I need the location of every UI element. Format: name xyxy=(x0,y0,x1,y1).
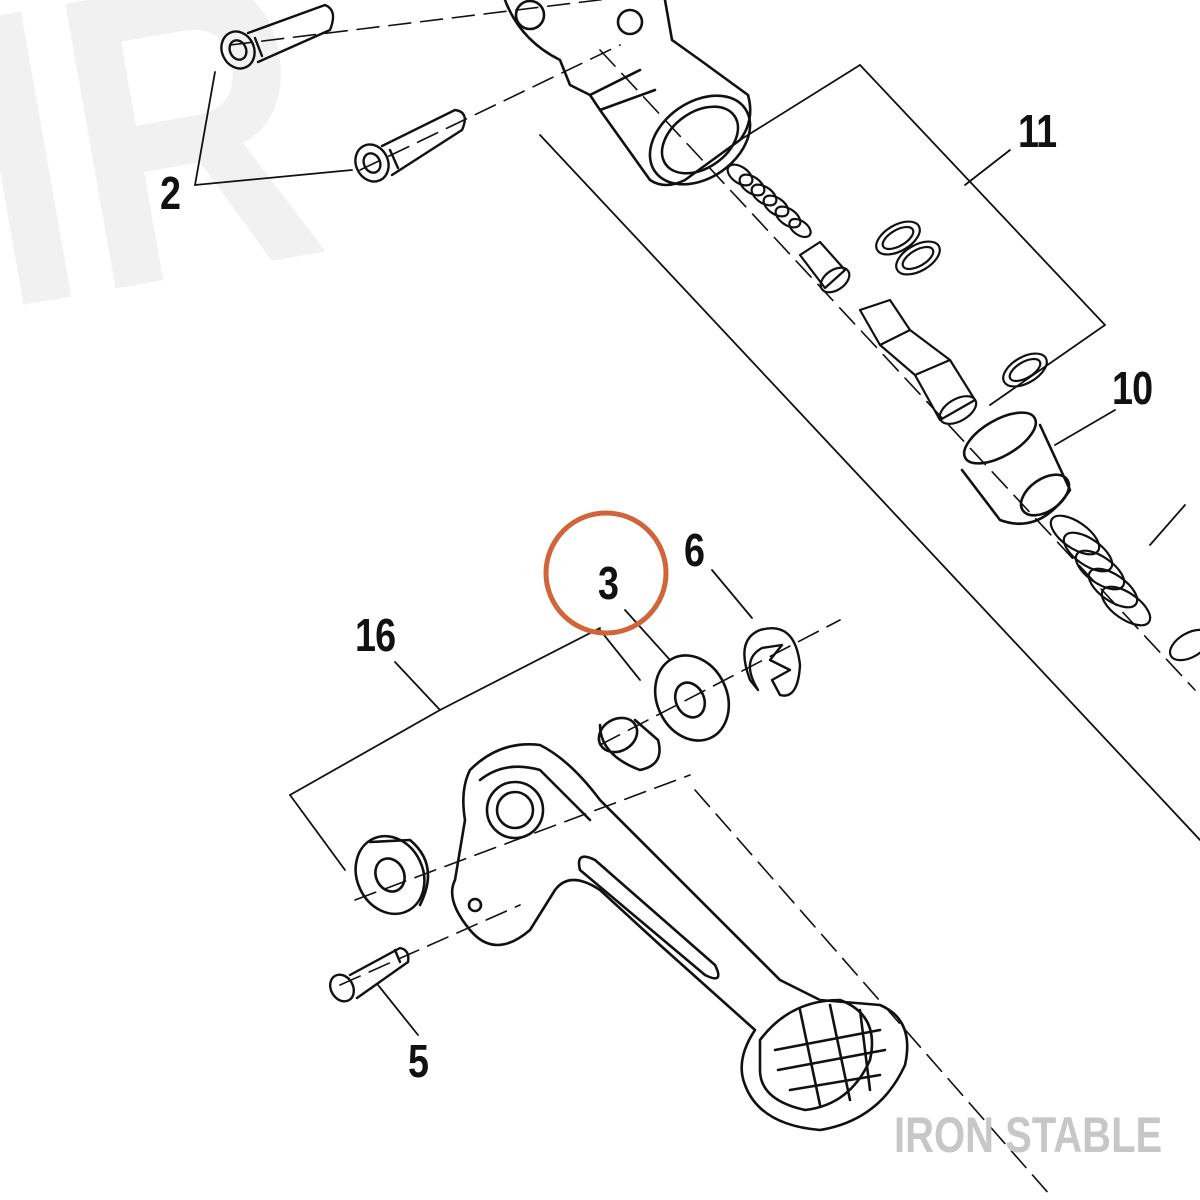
washer xyxy=(653,654,731,742)
callout-5: 5 xyxy=(408,1035,429,1087)
callout-6: 6 xyxy=(684,524,705,576)
bolt-upper xyxy=(220,3,335,70)
e-clip xyxy=(743,627,802,697)
callout-2: 2 xyxy=(160,167,181,219)
centerlines xyxy=(229,0,1196,1196)
brake-pedal-lever xyxy=(450,743,909,1132)
master-cylinder-body xyxy=(503,0,752,187)
leader-lines xyxy=(194,71,1186,1036)
frame-lines xyxy=(289,64,1200,871)
brand-watermark: IRON STABLE xyxy=(893,1107,1162,1163)
highlight-circle xyxy=(543,510,669,636)
piston-rod xyxy=(858,298,978,425)
piston-cup xyxy=(798,240,851,294)
callout-11: 11 xyxy=(1018,105,1057,157)
seal-rings-upper xyxy=(875,220,941,276)
bolt-lower xyxy=(354,108,466,183)
callout-3: 3 xyxy=(598,557,619,609)
dust-boot xyxy=(960,411,1072,525)
bushing-lower xyxy=(354,834,430,916)
callout-16: 16 xyxy=(355,609,396,661)
callout-10: 10 xyxy=(1112,362,1153,414)
spring-small xyxy=(726,163,812,239)
clevis-pin xyxy=(328,946,410,1003)
bushing-upper xyxy=(597,716,661,772)
spring-large xyxy=(1049,514,1200,662)
seal-ring-lower xyxy=(1002,352,1048,388)
